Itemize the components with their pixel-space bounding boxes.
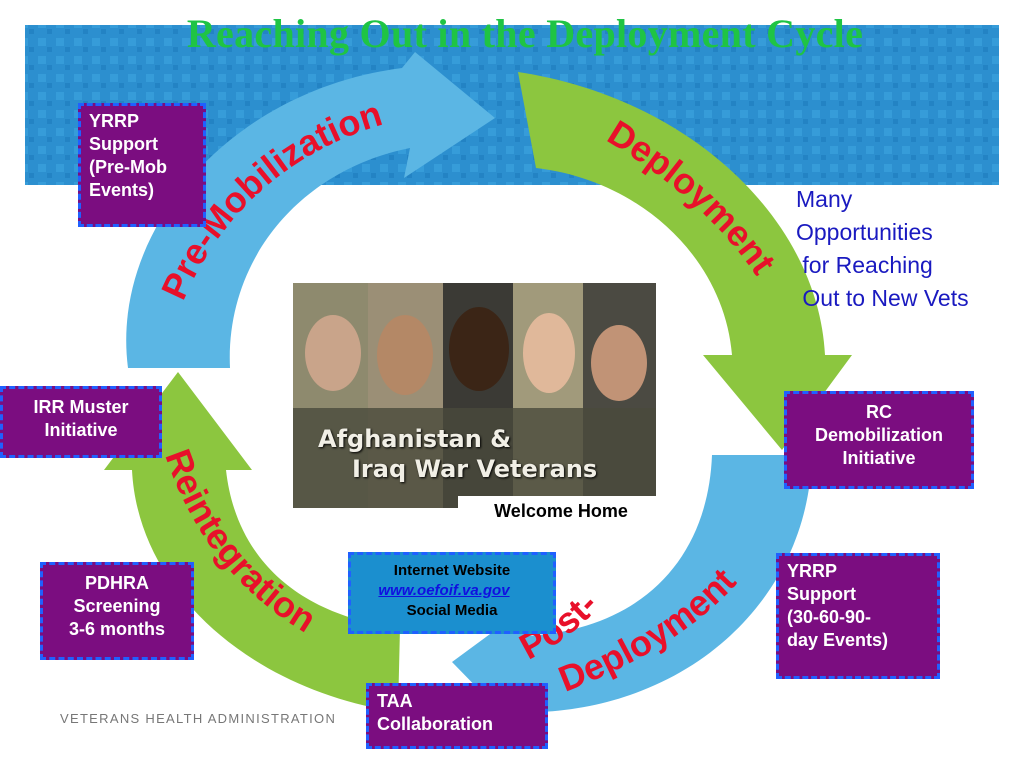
photo-caption: Afghanistan & Iraq War Veterans [318,424,638,484]
yrrp-pre-mob-box: YRRP Support (Pre-Mob Events) [78,103,206,227]
box-line: Support [89,134,158,154]
box-line: YRRP [787,561,838,581]
note-line: for Reaching [796,252,933,278]
veterans-photo-illustration [293,283,656,508]
slide-title: Reaching Out in the Deployment Cycle [186,11,864,56]
note-line: Many [796,186,853,212]
box-line: IRR Muster [33,397,129,417]
box-line: TAA [377,691,413,711]
box-line: Internet Website [393,562,511,579]
note-line: Opportunities [796,219,933,245]
box-line: (Pre-Mob [89,157,167,177]
box-line: Collaboration [377,714,493,734]
box-line: (30-60-90- [787,607,872,627]
opportunities-note: Many Opportunities for Reaching Out to N… [796,183,969,315]
reintegration-arrow [104,372,400,712]
pdhra-screening-box: PDHRA Screening 3-6 months [40,562,194,660]
note-line: Out to New Vets [796,285,969,311]
photo-caption-line-1: Afghanistan & [318,425,512,453]
box-line: Events) [89,180,155,200]
box-line: Support [787,584,856,604]
pre-mobilization-arrow [126,52,496,368]
veterans-photo [293,283,656,508]
deployment-arrow [518,72,852,450]
box-line: Initiative [842,448,916,468]
irr-muster-box: IRR Muster Initiative [0,386,162,458]
box-line: Social Media [406,602,498,619]
box-line: Demobilization [814,425,943,445]
footer-label: VETERANS HEALTH ADMINISTRATION [60,711,337,726]
box-line: day Events) [787,630,889,650]
photo-caption-line-2: Iraq War Veterans [352,455,598,483]
welcome-home-label: Welcome Home [458,496,664,526]
rc-demobilization-box: RC Demobilization Initiative [784,391,974,489]
oefoif-website-link[interactable]: www.oefoif.va.gov [378,582,510,599]
yrrp-post-box: YRRP Support (30-60-90- day Events) [776,553,940,679]
box-line: PDHRA [84,573,149,593]
box-line: YRRP [89,111,140,131]
box-line: 3-6 months [68,619,165,639]
post-deployment-arrow [452,455,812,740]
taa-collaboration-box: TAA Collaboration [366,683,548,749]
internet-website-box: Internet Website www.oefoif.va.gov Socia… [348,552,556,634]
box-line: RC [866,402,892,422]
box-line: Screening [73,596,161,616]
box-line: Initiative [44,420,118,440]
